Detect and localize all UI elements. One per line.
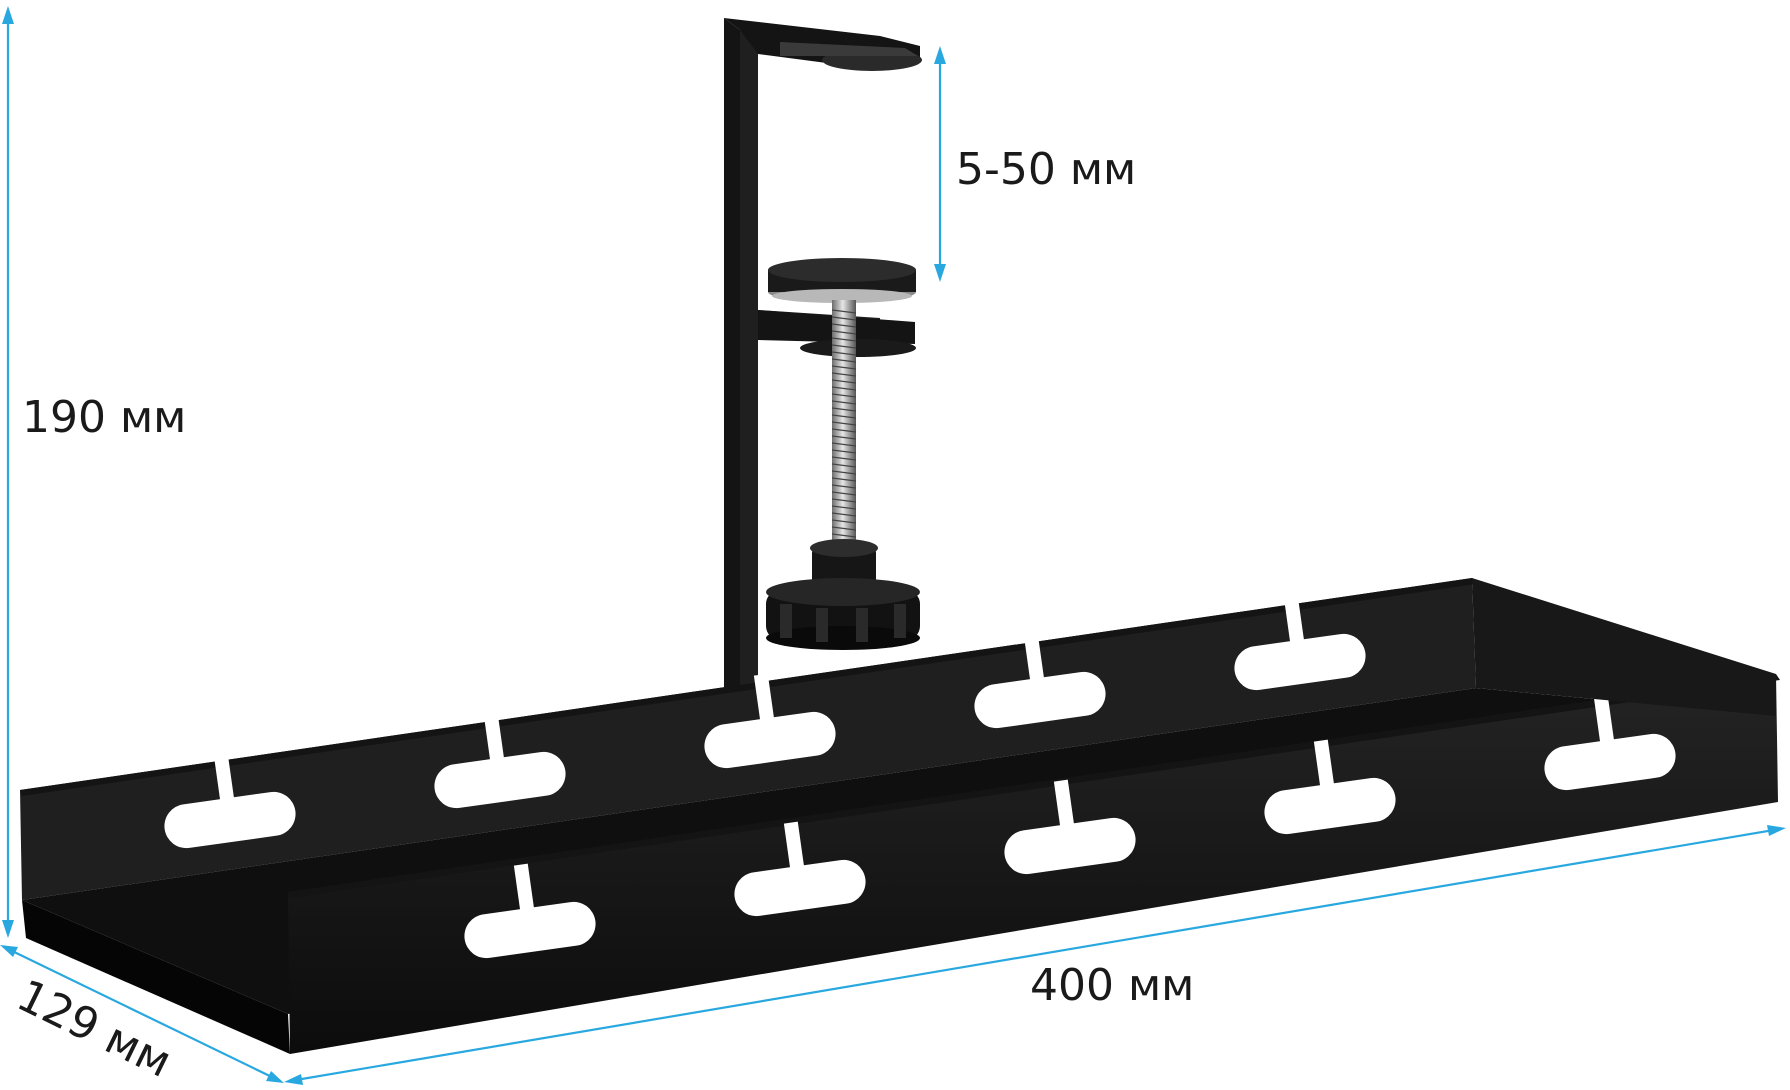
back-wall-slot bbox=[164, 753, 296, 849]
front-wall-slot bbox=[1264, 739, 1396, 835]
clamp-range-dimension-line bbox=[934, 46, 946, 282]
cable-tray-illustration bbox=[20, 18, 1780, 1054]
length-label: 400 мм bbox=[1030, 960, 1194, 1011]
back-wall-slot bbox=[1234, 595, 1366, 691]
front-wall-slot bbox=[1004, 779, 1136, 875]
tray-end-wall bbox=[1472, 578, 1776, 716]
length-dimension-line bbox=[284, 825, 1786, 1085]
tray-front-wall bbox=[22, 674, 1780, 1054]
back-wall-slots bbox=[164, 595, 1366, 849]
dimension-lines bbox=[0, 6, 1786, 1085]
height-dimension-line bbox=[2, 6, 14, 938]
depth-dimension-line bbox=[0, 945, 284, 1083]
height-label: 190 мм bbox=[22, 392, 186, 443]
back-wall-slot bbox=[974, 633, 1106, 729]
back-wall-slot bbox=[434, 713, 566, 809]
clamp-range-label: 5-50 мм bbox=[956, 144, 1136, 195]
clamp-knob bbox=[766, 539, 920, 650]
front-wall-slot bbox=[1544, 695, 1676, 791]
clamp-pad bbox=[768, 258, 916, 303]
back-wall-slot bbox=[704, 673, 836, 769]
front-wall-slot bbox=[464, 863, 596, 959]
front-wall-slots bbox=[464, 695, 1676, 959]
front-wall-slot bbox=[734, 821, 866, 917]
tray-back-wall bbox=[20, 578, 1476, 900]
